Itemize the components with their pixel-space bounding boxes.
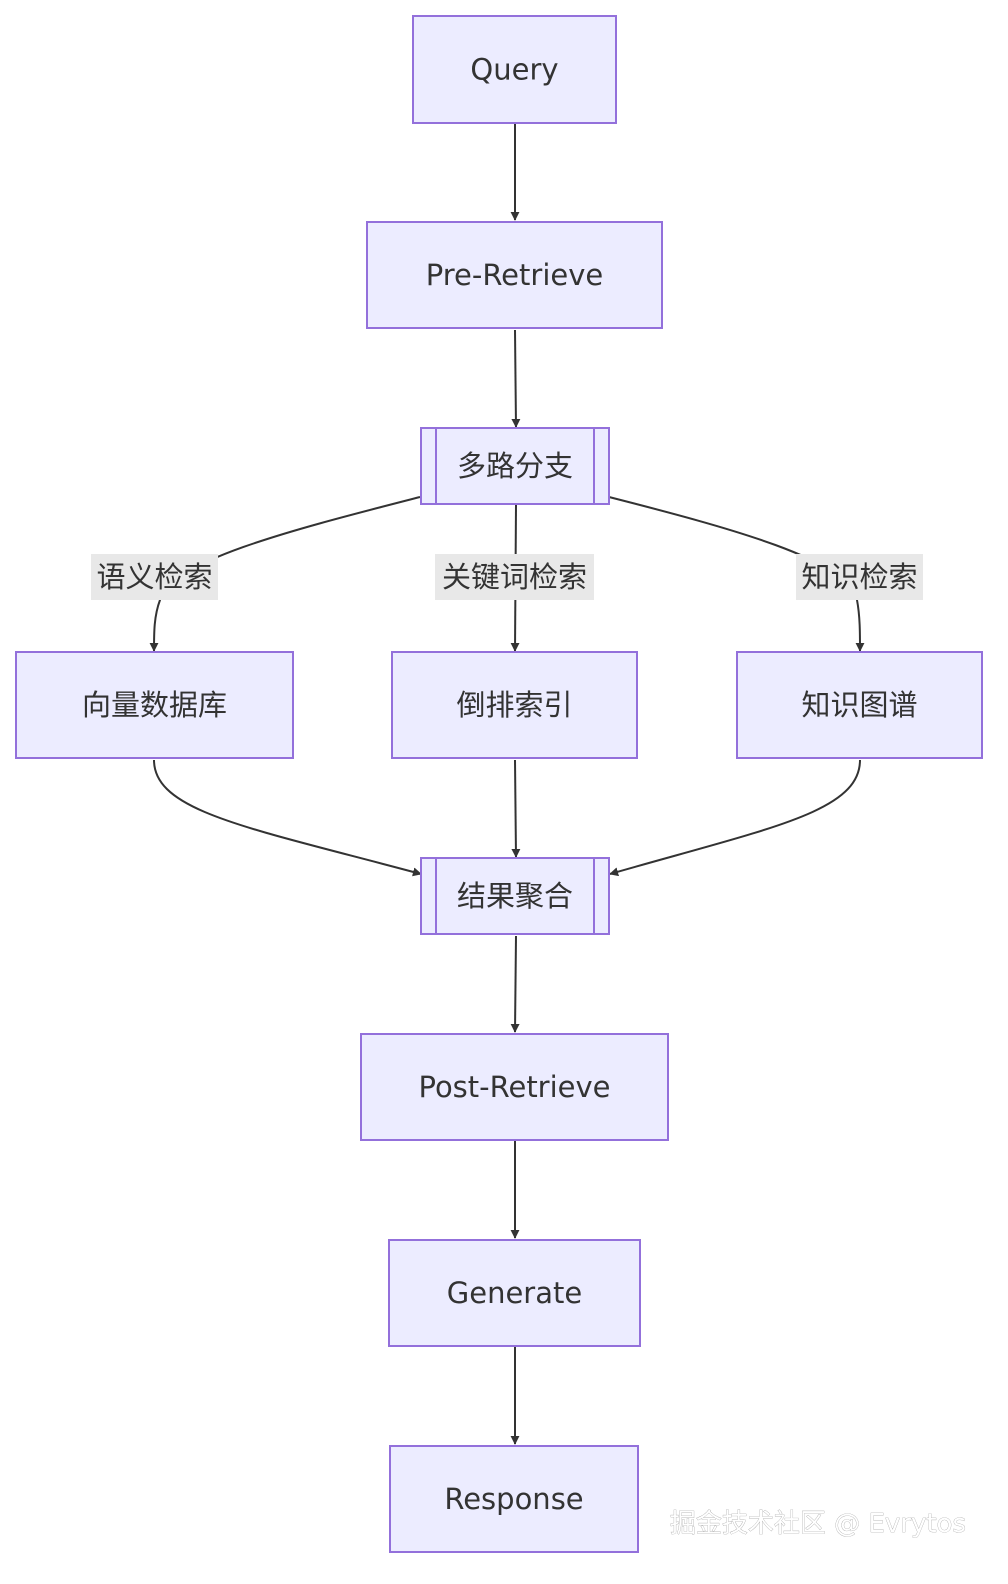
node-vector-db: 向量数据库 [15, 651, 294, 759]
node-response-label: Response [444, 1482, 583, 1516]
node-query: Query [412, 15, 617, 124]
node-vector-db-box [15, 651, 294, 759]
node-pre-retrieve: Pre-Retrieve [366, 221, 663, 329]
edge-label-keyword: 关键词检索 [442, 560, 587, 594]
node-query-label: Query [470, 53, 558, 87]
node-inverted-index: 倒排索引 [391, 651, 638, 759]
node-knowledge-graph-box [736, 651, 983, 759]
edge-inverted-index-to-aggregate [511, 759, 521, 858]
node-post-retrieve-label: Post-Retrieve [418, 1070, 610, 1104]
node-vector-db-label: 向量数据库 [82, 688, 227, 722]
node-query-box [412, 15, 617, 124]
node-aggregate-box [420, 857, 610, 935]
node-inverted-index-box [391, 651, 638, 759]
node-aggregate-label: 结果聚合 [457, 879, 573, 913]
watermark: 掘金技术社区 @ Evrytos [670, 1509, 966, 1539]
node-pre-retrieve-label: Pre-Retrieve [426, 258, 603, 292]
node-inverted-index-label: 倒排索引 [456, 688, 572, 722]
node-post-retrieve: Post-Retrieve [360, 1033, 669, 1141]
node-branch: 多路分支 [420, 427, 610, 505]
node-knowledge-graph-label: 知识图谱 [801, 688, 917, 722]
node-branch-box [420, 427, 610, 505]
edge-aggregate-to-post-retrieve [510, 935, 520, 1033]
node-response-box [389, 1445, 639, 1553]
edge-pre-retrieve-to-branch [511, 329, 521, 428]
edge-vector-db-to-aggregate [153, 759, 422, 877]
node-knowledge-graph: 知识图谱 [736, 651, 983, 759]
node-generate: Generate [388, 1239, 641, 1347]
node-generate-label: Generate [447, 1276, 582, 1310]
edge-label-bg-keyword [435, 554, 594, 600]
edge-labels: 语义检索 关键词检索 知识检索 [91, 554, 923, 600]
edge-knowledge-graph-to-aggregate [609, 759, 861, 877]
node-generate-box [388, 1239, 641, 1347]
node-branch-label: 多路分支 [457, 449, 573, 483]
edge-label-bg-semantic [91, 554, 218, 600]
edge-label-semantic: 语义检索 [96, 560, 212, 594]
edge-label-knowledge: 知识检索 [801, 560, 917, 594]
node-response: Response [389, 1445, 639, 1553]
node-aggregate: 结果聚合 [420, 857, 610, 935]
edge-label-bg-knowledge [796, 554, 923, 600]
node-post-retrieve-box [360, 1033, 669, 1141]
node-pre-retrieve-box [366, 221, 663, 329]
